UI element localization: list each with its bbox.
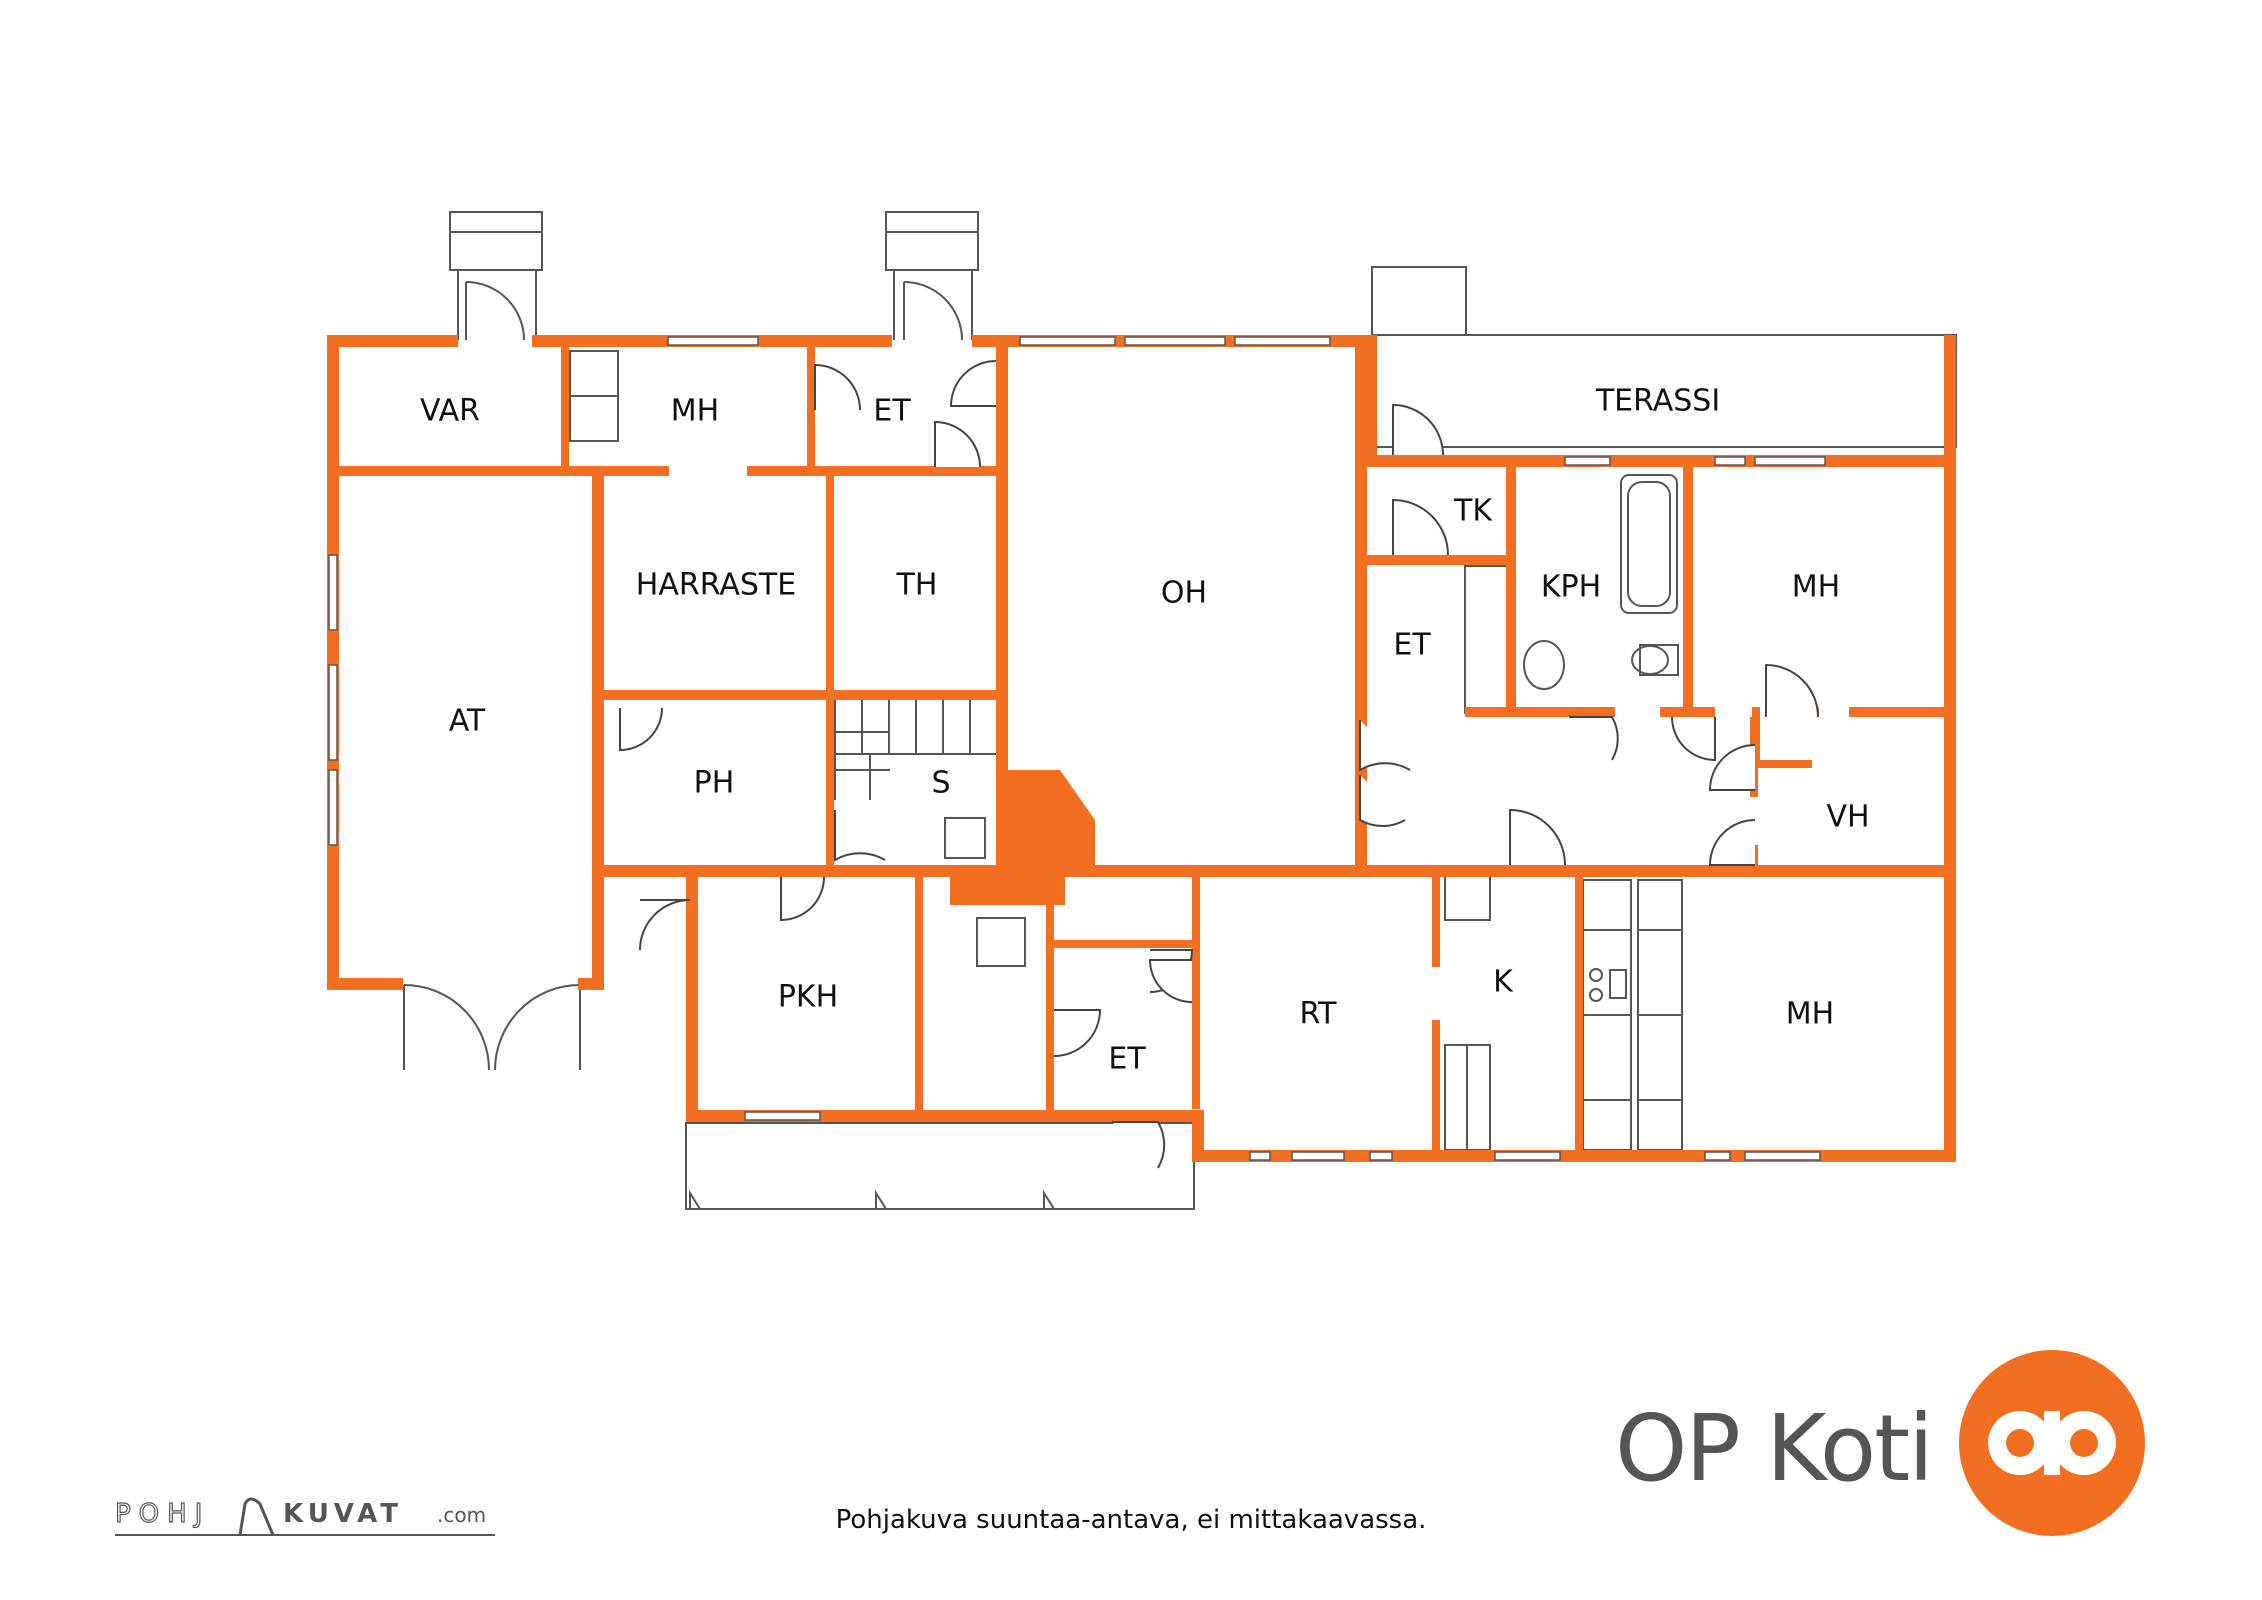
room-ph: PH (694, 766, 735, 801)
windows (328, 336, 1826, 1161)
credit-left: POHJ (115, 1499, 210, 1529)
op-logo-icon (1959, 1350, 2145, 1536)
room-mh-top: MH (671, 394, 719, 429)
room-var: VAR (420, 394, 480, 429)
room-k: K (1493, 965, 1514, 1000)
caption: Pohjakuva suuntaa-antava, ei mittakaavas… (835, 1505, 1427, 1535)
room-et-bottom: ET (1108, 1042, 1146, 1077)
room-tk: TK (1453, 494, 1493, 529)
pohjakuvat-logo: POHJ KUVAT .com (115, 1497, 495, 1536)
credit-suffix: .com (437, 1503, 486, 1527)
room-pkh: PKH (778, 980, 838, 1015)
room-mh-right-top: MH (1792, 570, 1840, 605)
room-s: S (931, 766, 950, 801)
room-oh: OH (1161, 576, 1207, 611)
room-kph: KPH (1541, 570, 1601, 605)
room-th: TH (896, 568, 938, 603)
room-rt: RT (1300, 997, 1338, 1032)
room-mh-right-bottom: MH (1786, 997, 1834, 1032)
room-et-mid: ET (1393, 628, 1431, 663)
room-at: AT (449, 704, 486, 739)
room-labels: VAR MH ET HARRASTE TH OH TERASSI TK KPH … (420, 384, 1870, 1077)
room-et-top: ET (873, 394, 911, 429)
room-harraste: HARRASTE (636, 568, 796, 603)
room-terassi: TERASSI (1595, 384, 1720, 419)
doors (619, 360, 1819, 1169)
room-vh: VH (1826, 800, 1869, 835)
brand-name: OP Koti (1615, 1395, 1934, 1502)
credit-right: KUVAT (283, 1499, 403, 1529)
